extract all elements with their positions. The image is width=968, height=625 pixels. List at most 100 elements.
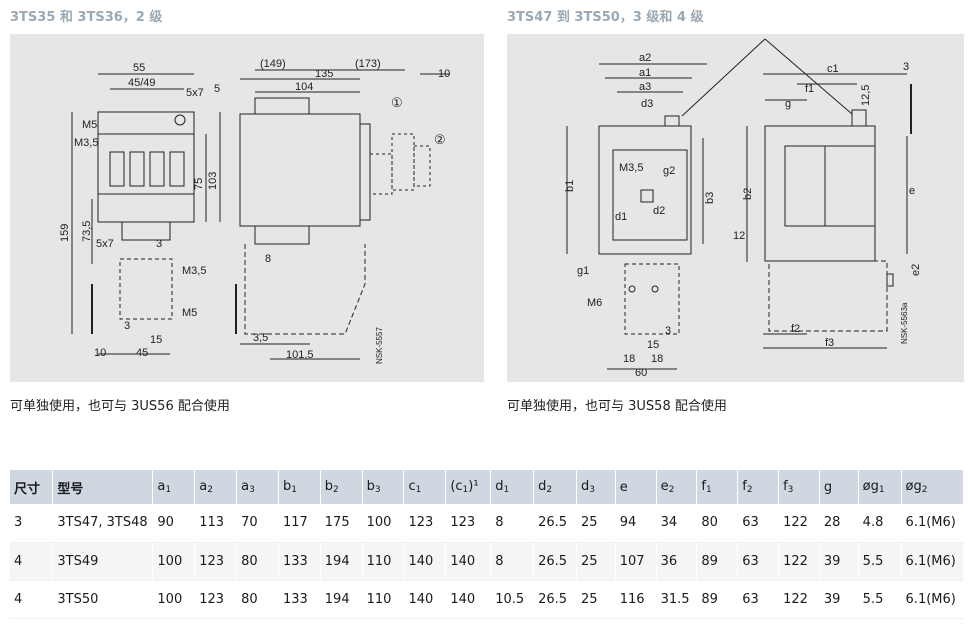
table-cell: 31.5 <box>656 580 698 619</box>
dim-10: 10 <box>94 347 106 359</box>
dim-101-5: 101,5 <box>286 349 314 361</box>
column-header: e2 <box>656 470 698 504</box>
dim-a1: a1 <box>639 67 651 79</box>
callout-1: ① <box>391 95 403 110</box>
table-cell: 110 <box>362 542 405 581</box>
column-header: øg2 <box>901 470 965 504</box>
dim-149: (149) <box>260 58 286 70</box>
table-cell: 89 <box>696 542 739 581</box>
table-cell: 140 <box>403 580 447 619</box>
dim-103: 103 <box>207 172 219 190</box>
table-cell: 8 <box>490 542 535 581</box>
dim-b1: b1 <box>564 180 576 192</box>
table-cell: 4.8 <box>858 504 902 543</box>
table-cell: 113 <box>194 504 238 543</box>
table-cell: 110 <box>362 580 405 619</box>
column-header: f1 <box>696 470 739 504</box>
dim-e: e <box>909 185 915 197</box>
dim-3-lower: 3 <box>124 320 130 332</box>
table-cell: 34 <box>656 504 698 543</box>
table-cell: 3TS49 <box>52 542 154 581</box>
table-cell: 116 <box>615 580 657 619</box>
dim-b3: b3 <box>704 192 716 204</box>
dim-f1: f1 <box>805 83 814 95</box>
dim-5x7-top: 5x7 <box>186 87 204 99</box>
column-header: 尺寸 <box>10 470 54 504</box>
table-cell: 122 <box>778 504 820 543</box>
dim-d3: d3 <box>641 98 653 110</box>
table-cell: 3 <box>10 504 54 543</box>
drawing-3ts47-svg: a2 a1 a3 d3 b1 M3,5 g2 b3 d1 d2 g1 M6 3 … <box>564 38 922 379</box>
dim-60: 60 <box>635 367 647 379</box>
table-cell: 89 <box>696 580 739 619</box>
table-cell: 25 <box>576 542 616 581</box>
drawing-panel-3ts47: a2 a1 a3 d3 b1 M3,5 g2 b3 d1 d2 g1 M6 3 … <box>507 34 964 382</box>
column-header: øg1 <box>858 470 902 504</box>
dim-18-left: 18 <box>623 353 635 365</box>
table-cell: 194 <box>320 542 363 581</box>
table-cell: 4 <box>10 580 54 619</box>
table-cell: 117 <box>278 504 321 543</box>
table-cell: 80 <box>696 504 739 543</box>
table-cell: 3TS47, 3TS48 <box>52 504 154 543</box>
dim-3-bottom: 3 <box>156 238 162 250</box>
dim-5: 5 <box>214 83 220 95</box>
dim-3-5: 3,5 <box>253 332 268 344</box>
table-cell: 25 <box>576 504 616 543</box>
table-cell: 6.1(M6) <box>901 580 965 619</box>
dim-m35-top: M3,5 <box>74 137 98 149</box>
dim-a3: a3 <box>639 81 651 93</box>
dim-e2: e2 <box>910 264 922 276</box>
dim-75: 75 <box>193 178 205 190</box>
table-cell: 25 <box>576 580 616 619</box>
column-header: b1 <box>278 470 321 504</box>
table-cell: 100 <box>152 542 196 581</box>
left-dimension-labels: 55 45/49 5x7 M5 M3,5 159 73,5 75 103 5x7… <box>59 58 450 364</box>
table-cell: 4 <box>10 542 54 581</box>
table-cell: 100 <box>152 580 196 619</box>
table-cell: 94 <box>615 504 657 543</box>
table-cell: 107 <box>615 542 657 581</box>
dim-104: 104 <box>295 81 313 93</box>
table-cell: 133 <box>278 580 321 619</box>
column-header: f3 <box>778 470 820 504</box>
dim-m5-top: M5 <box>82 119 97 131</box>
caption-right: 可单独使用，也可与 3US58 配合使用 <box>507 399 727 414</box>
right-dimension-labels: a2 a1 a3 d3 b1 M3,5 g2 b3 d1 d2 g1 M6 3 … <box>564 52 922 379</box>
column-header: d3 <box>576 470 616 504</box>
dim-12: 12 <box>733 230 745 242</box>
dim-173: (173) <box>355 58 381 70</box>
table-cell: 5.5 <box>858 542 902 581</box>
drawing-panel-3ts35: 55 45/49 5x7 M5 M3,5 159 73,5 75 103 5x7… <box>10 34 484 382</box>
dim-15: 15 <box>150 334 162 346</box>
table-cell: 80 <box>236 542 279 581</box>
dim-m35-bottom: M3,5 <box>182 265 206 277</box>
table-cell: 80 <box>236 580 279 619</box>
table-cell: 100 <box>362 504 405 543</box>
dim-15-right: 15 <box>647 339 659 351</box>
column-header: e <box>615 470 657 504</box>
drawing-3ts35-svg: 55 45/49 5x7 M5 M3,5 159 73,5 75 103 5x7… <box>59 58 450 364</box>
table-cell: 6.1(M6) <box>901 504 965 543</box>
dim-8: 8 <box>265 253 271 265</box>
table-cell: 36 <box>656 542 698 581</box>
dim-135: 135 <box>315 68 333 80</box>
table-cell: 175 <box>320 504 363 543</box>
dim-12-5: 12,5 <box>860 85 872 106</box>
table-cell: 10.5 <box>490 580 535 619</box>
column-header: a1 <box>152 470 196 504</box>
table-cell: 123 <box>194 580 238 619</box>
table-cell: 140 <box>445 542 492 581</box>
dim-a2: a2 <box>639 52 651 64</box>
dim-g: g <box>785 98 791 110</box>
dim-f3: f3 <box>825 337 834 349</box>
dim-73-5: 73,5 <box>81 221 93 242</box>
dim-55: 55 <box>133 62 145 74</box>
dim-18-right: 18 <box>651 353 663 365</box>
table-cell: 123 <box>445 504 492 543</box>
table-cell: 90 <box>152 504 196 543</box>
